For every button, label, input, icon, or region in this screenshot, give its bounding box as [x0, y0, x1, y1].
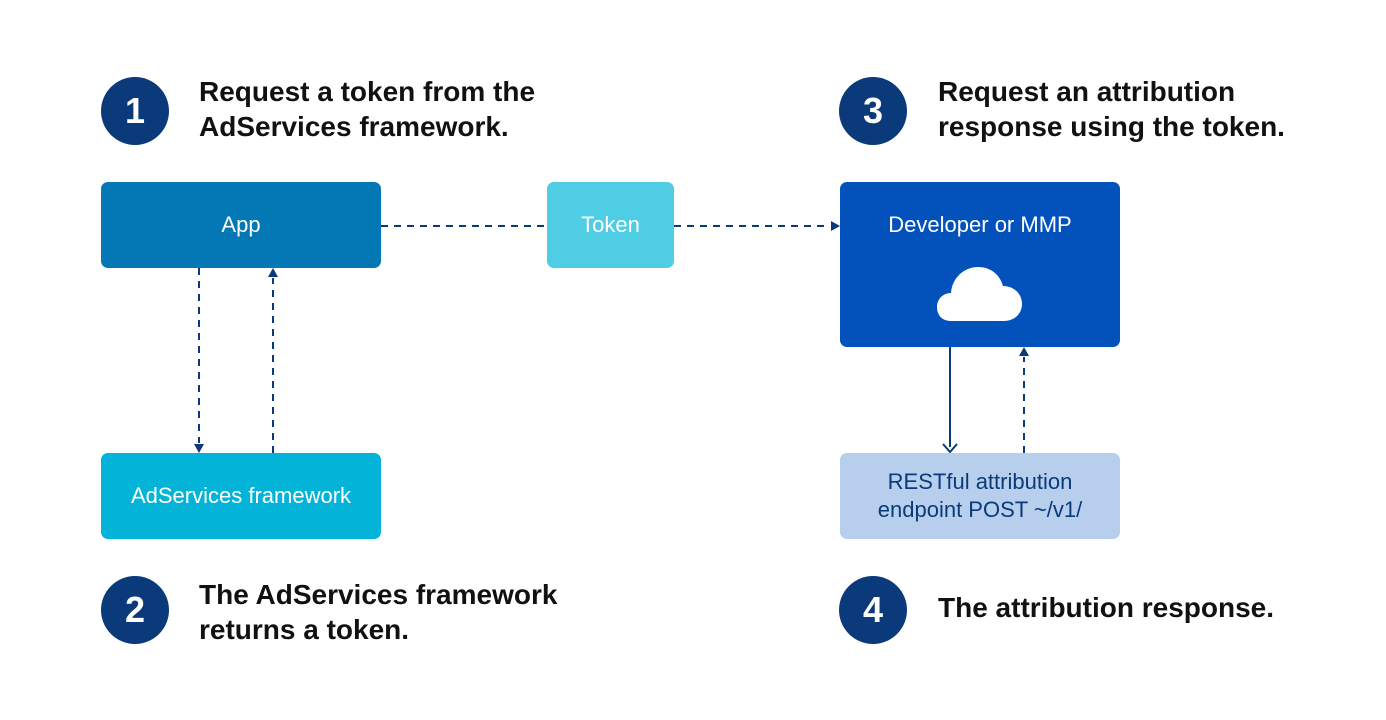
developer-node: Developer or MMP: [840, 182, 1120, 347]
developer-return-arrowhead: [1019, 347, 1029, 356]
endpoint-node: RESTful attribution endpoint POST ~/v1/: [840, 453, 1120, 539]
step-1-text: Request a token from the AdServices fram…: [199, 76, 536, 142]
app-label: App: [221, 212, 261, 237]
step-1-badge: 1: [101, 77, 169, 145]
app-node: App: [101, 182, 381, 268]
endpoint-arrowhead: [942, 443, 958, 454]
adservices-arrowhead: [194, 444, 204, 453]
adservices-node: AdServices framework: [101, 453, 381, 539]
developer-label: Developer or MMP: [888, 212, 1072, 237]
adservices-label: AdServices framework: [130, 483, 352, 508]
step-2-text: The AdServices framework returns a token…: [199, 579, 558, 645]
step-4-badge: 4: [839, 576, 907, 644]
token-node: Token: [547, 182, 674, 268]
developer-arrowhead: [831, 221, 840, 231]
cloud-icon: [937, 267, 1022, 321]
step-3-badge: 3: [839, 77, 907, 145]
app-arrowhead: [268, 268, 278, 277]
token-label: Token: [581, 212, 640, 237]
endpoint-label: RESTful attribution endpoint POST ~/v1/: [877, 469, 1083, 522]
step-3-text: Request an attribution response using th…: [938, 76, 1285, 142]
step-4-text: The attribution response.: [938, 592, 1275, 623]
step-2-badge: 2: [101, 576, 169, 644]
